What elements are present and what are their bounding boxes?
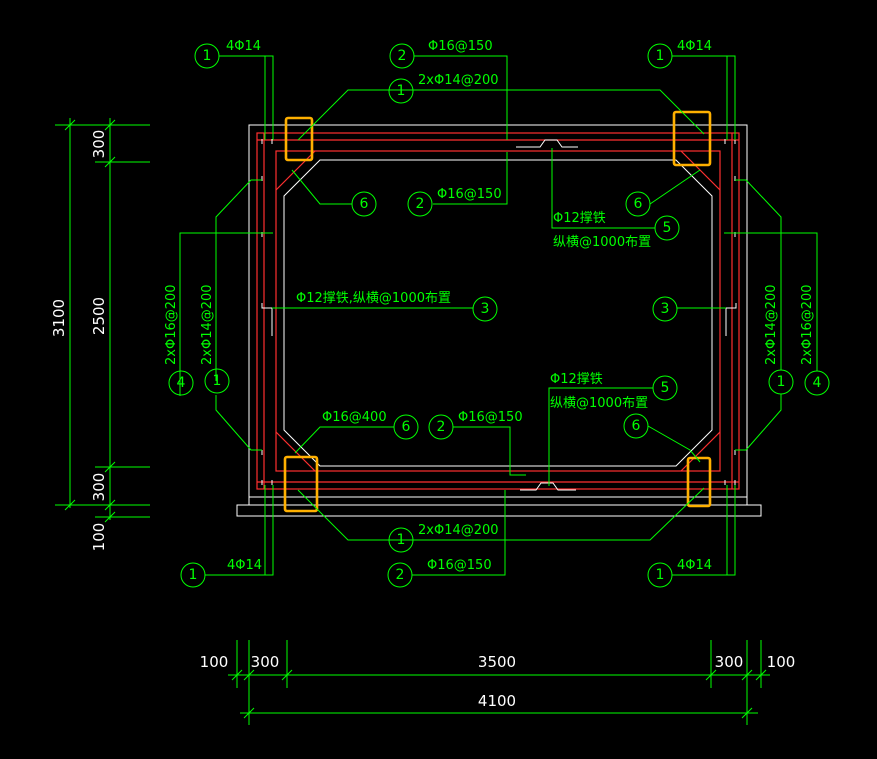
svg-text:1: 1 — [203, 48, 212, 64]
svg-text:1: 1 — [656, 567, 665, 583]
dim-h-total: 4100 — [478, 692, 516, 710]
highlight-top-left — [284, 116, 314, 162]
svg-text:6: 6 — [360, 196, 369, 212]
circle-markers: 1 2 1 1 2 6 6 5 3 3 4 1 1 4 5 6 2 6 1 2 … — [168, 43, 830, 588]
dim-v-base: 100 — [90, 523, 108, 552]
label-tl-4phi14: 4Φ14 — [226, 39, 261, 54]
marker: 1 — [180, 562, 206, 588]
annotations: 4Φ14 Φ16@150 2xΦ14@200 4Φ14 Φ16@150 Φ12撑… — [164, 39, 815, 573]
svg-text:3: 3 — [481, 301, 490, 317]
left-brace-symbol — [261, 303, 273, 336]
inner-cavity-outline — [283, 159, 713, 467]
inner-rebar-layer — [275, 150, 721, 472]
marker: 1 — [388, 527, 414, 553]
marker: 1 — [647, 43, 673, 69]
label-brace-top-2: 纵横@1000布置 — [553, 235, 651, 250]
label-left-2xphi16-200: 2xΦ16@200 — [164, 284, 179, 365]
dim-h-right-base: 100 — [767, 653, 796, 671]
label-inner-phi16-150: Φ16@150 — [437, 187, 502, 202]
dim-h-left-base: 100 — [200, 653, 229, 671]
svg-text:1: 1 — [656, 48, 665, 64]
marker: 2 — [387, 562, 413, 588]
dim-v-bot: 300 — [90, 473, 108, 502]
label-top-phi16-150: Φ16@150 — [428, 39, 493, 54]
marker: 5 — [652, 375, 678, 401]
marker: 2 — [407, 191, 433, 217]
leader-lines — [179, 55, 818, 576]
highlight-bottom-right — [686, 456, 712, 508]
svg-text:2: 2 — [398, 48, 407, 64]
marker: 2 — [389, 43, 415, 69]
corner-highlights — [283, 110, 712, 513]
marker: 4 — [804, 370, 830, 396]
svg-text:4: 4 — [177, 375, 186, 391]
svg-text:6: 6 — [402, 419, 411, 435]
concrete-outline — [236, 124, 762, 517]
label-mid-brace: Φ12撑铁,纵横@1000布置 — [296, 291, 451, 306]
label-tr-4phi14: 4Φ14 — [677, 39, 712, 54]
svg-text:1: 1 — [189, 567, 198, 583]
outer-wall-outline — [248, 124, 748, 498]
label-br-4phi14: 4Φ14 — [677, 558, 712, 573]
dim-v-mid: 2500 — [90, 297, 108, 335]
svg-text:2: 2 — [437, 419, 446, 435]
marker: 1 — [768, 369, 794, 395]
marker: 5 — [654, 215, 680, 241]
svg-text:3: 3 — [661, 301, 670, 317]
svg-text:1: 1 — [397, 532, 406, 548]
marker: 4 — [168, 370, 194, 396]
horizontal-dimensions: 100 300 3500 300 100 4100 — [200, 640, 796, 725]
label-bot-2xphi14-200: 2xΦ14@200 — [418, 523, 499, 538]
base-slab-outline — [236, 504, 762, 517]
dim-v-total: 3100 — [50, 299, 68, 337]
reinforcement-bars — [256, 132, 740, 490]
label-left-2xphi14-200: 2xΦ14@200 — [200, 284, 215, 365]
dim-h-mid: 3500 — [478, 653, 516, 671]
marker: 3 — [472, 296, 498, 322]
highlight-bottom-left — [283, 455, 319, 513]
marker: 3 — [652, 296, 678, 322]
marker: 2 — [428, 414, 454, 440]
svg-text:1: 1 — [777, 374, 786, 390]
highlight-top-right — [672, 110, 712, 167]
svg-text:6: 6 — [634, 196, 643, 212]
label-phi16-400: Φ16@400 — [322, 410, 387, 425]
svg-text:5: 5 — [663, 220, 672, 236]
marker: 6 — [351, 191, 377, 217]
outer-rebar-layer — [256, 132, 740, 490]
svg-text:4: 4 — [813, 375, 822, 391]
label-brace-bot-1: Φ12撑铁 — [550, 372, 603, 387]
label-bl-4phi14: 4Φ14 — [227, 558, 262, 573]
svg-text:2: 2 — [396, 567, 405, 583]
brace-symbols — [261, 139, 737, 491]
top-brace-symbol — [516, 139, 578, 148]
bottom-brace-symbol — [520, 482, 576, 491]
label-bot-phi16-150: Φ16@150 — [427, 558, 492, 573]
label-top-2xphi14-200: 2xΦ14@200 — [418, 73, 499, 88]
label-brace-top-1: Φ12撑铁 — [553, 211, 606, 226]
dim-h-right-wall: 300 — [715, 653, 744, 671]
marker: 1 — [647, 562, 673, 588]
marker: 6 — [625, 191, 651, 217]
label-right-2xphi14-200: 2xΦ14@200 — [764, 284, 779, 365]
svg-text:5: 5 — [661, 380, 670, 396]
svg-text:6: 6 — [632, 418, 641, 434]
marker: 6 — [623, 413, 649, 439]
marker: 1 — [194, 43, 220, 69]
vertical-dimensions: 3100 300 2500 300 100 — [50, 118, 150, 551]
svg-text:1: 1 — [213, 373, 222, 389]
marker: 6 — [393, 414, 419, 440]
svg-text:1: 1 — [397, 83, 406, 99]
marker: 1 — [204, 368, 230, 394]
dim-h-left-wall: 300 — [251, 653, 280, 671]
label-right-2xphi16-200: 2xΦ16@200 — [800, 284, 815, 365]
right-brace-symbol — [725, 303, 737, 336]
label-brace-bot-2: 纵横@1000布置 — [550, 396, 648, 411]
label-bot-inner-phi16-150: Φ16@150 — [458, 410, 523, 425]
svg-text:2: 2 — [416, 196, 425, 212]
dim-v-top: 300 — [90, 130, 108, 159]
marker: 1 — [388, 78, 414, 104]
